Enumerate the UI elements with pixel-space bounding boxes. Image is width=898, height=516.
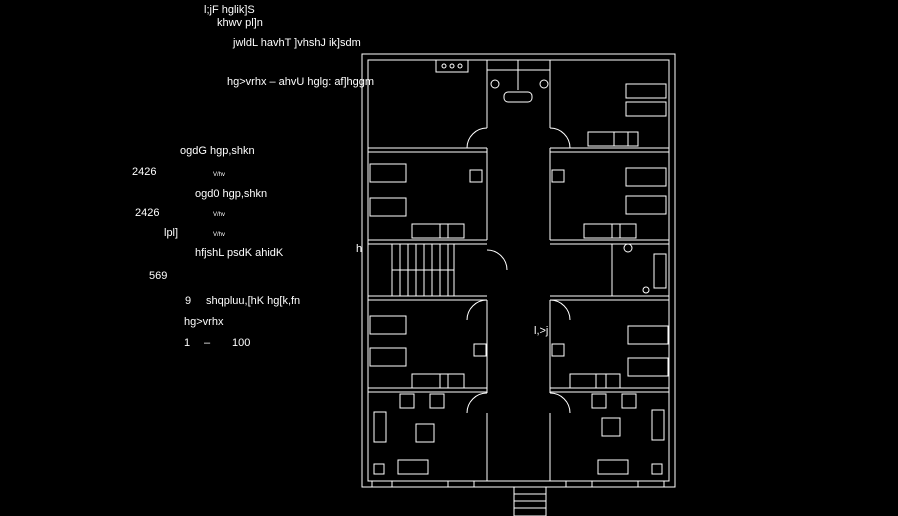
kitchen-stove: [435, 59, 469, 73]
bed: [627, 357, 669, 377]
sofa: [373, 411, 387, 443]
window: [447, 480, 475, 488]
bed: [625, 167, 667, 187]
unit-label-2: V/hv: [213, 212, 226, 218]
toilet: [490, 79, 500, 89]
wardrobe: [411, 373, 449, 389]
scale-note: hg>vrhx – ahvU hglg: af]hggm: [227, 76, 375, 88]
bed: [625, 195, 667, 215]
room-area-value-2: 2426: [135, 207, 160, 219]
armchair: [399, 393, 415, 409]
window: [637, 480, 665, 488]
door-swing: [549, 127, 571, 149]
window: [565, 480, 593, 488]
door-swing: [549, 392, 571, 414]
wardrobe: [439, 373, 465, 389]
armchair: [621, 393, 637, 409]
door-swing: [486, 249, 508, 271]
door-swing: [466, 392, 488, 414]
bed: [625, 101, 667, 117]
coffee-table: [601, 417, 621, 437]
bed: [625, 83, 667, 99]
scale-label: hg>vrhx: [184, 316, 224, 328]
units-count: 9: [185, 295, 192, 307]
drawing-subtitle: jwldL havhT ]vhshJ ik]sdm: [233, 37, 361, 49]
unit-label-3: V/hv: [213, 232, 226, 238]
floor-drain: [642, 286, 650, 294]
room-schedule-label-1: ogdG hgp,shkn: [180, 145, 255, 157]
coffee-table: [415, 423, 435, 443]
side-table: [651, 463, 663, 475]
armchair: [591, 393, 607, 409]
toilet: [539, 79, 549, 89]
wardrobe: [587, 131, 629, 147]
wardrobe: [439, 223, 465, 239]
sofa: [397, 459, 429, 475]
wardrobe: [583, 223, 621, 239]
bed: [369, 197, 407, 217]
scale-ratio-dash: –: [204, 337, 211, 349]
scale-ratio-right: 100: [232, 337, 251, 349]
bed: [369, 315, 407, 335]
scale-ratio-left: 1: [184, 337, 191, 349]
burner: [457, 63, 463, 69]
drawing-title-line-2: khwv pl]n: [217, 17, 263, 29]
sink: [551, 343, 565, 357]
sofa: [651, 409, 665, 441]
corridor-label: l,>j: [534, 325, 549, 337]
stairs-value: 569: [149, 270, 168, 282]
room-area-value-1: 2426: [132, 166, 157, 178]
stairs-note: hfjshL psdK ahidK: [195, 247, 284, 259]
side-table: [373, 463, 385, 475]
wardrobe: [611, 223, 637, 239]
bathroom: [611, 243, 670, 297]
bed: [627, 325, 669, 345]
door-swing: [466, 299, 488, 321]
door-swing: [549, 299, 571, 321]
bathtub: [653, 253, 667, 289]
wardrobe: [569, 373, 607, 389]
armchair: [429, 393, 445, 409]
bed: [369, 347, 407, 367]
bed: [369, 163, 407, 183]
drawing-title-line-1: l;jF hglik]S: [204, 4, 255, 16]
door-swing: [466, 127, 488, 149]
sink: [469, 169, 483, 183]
wardrobe: [613, 131, 639, 147]
burner: [441, 63, 447, 69]
window: [371, 480, 393, 488]
sink-counter: [503, 91, 533, 103]
toilet: [623, 243, 633, 253]
wardrobe: [595, 373, 621, 389]
units-label: shqpluu,[hK hg[k,fn: [206, 295, 301, 307]
sofa: [597, 459, 629, 475]
unit-label-1: V/hv: [213, 172, 226, 178]
room-schedule-label-2: ogd0 hgp,shkn: [195, 188, 268, 200]
total-label: lpl]: [164, 227, 179, 239]
wardrobe: [411, 223, 449, 239]
sink: [551, 169, 565, 183]
stair-marker: h: [356, 243, 363, 255]
sink: [473, 343, 487, 357]
burner: [449, 63, 455, 69]
